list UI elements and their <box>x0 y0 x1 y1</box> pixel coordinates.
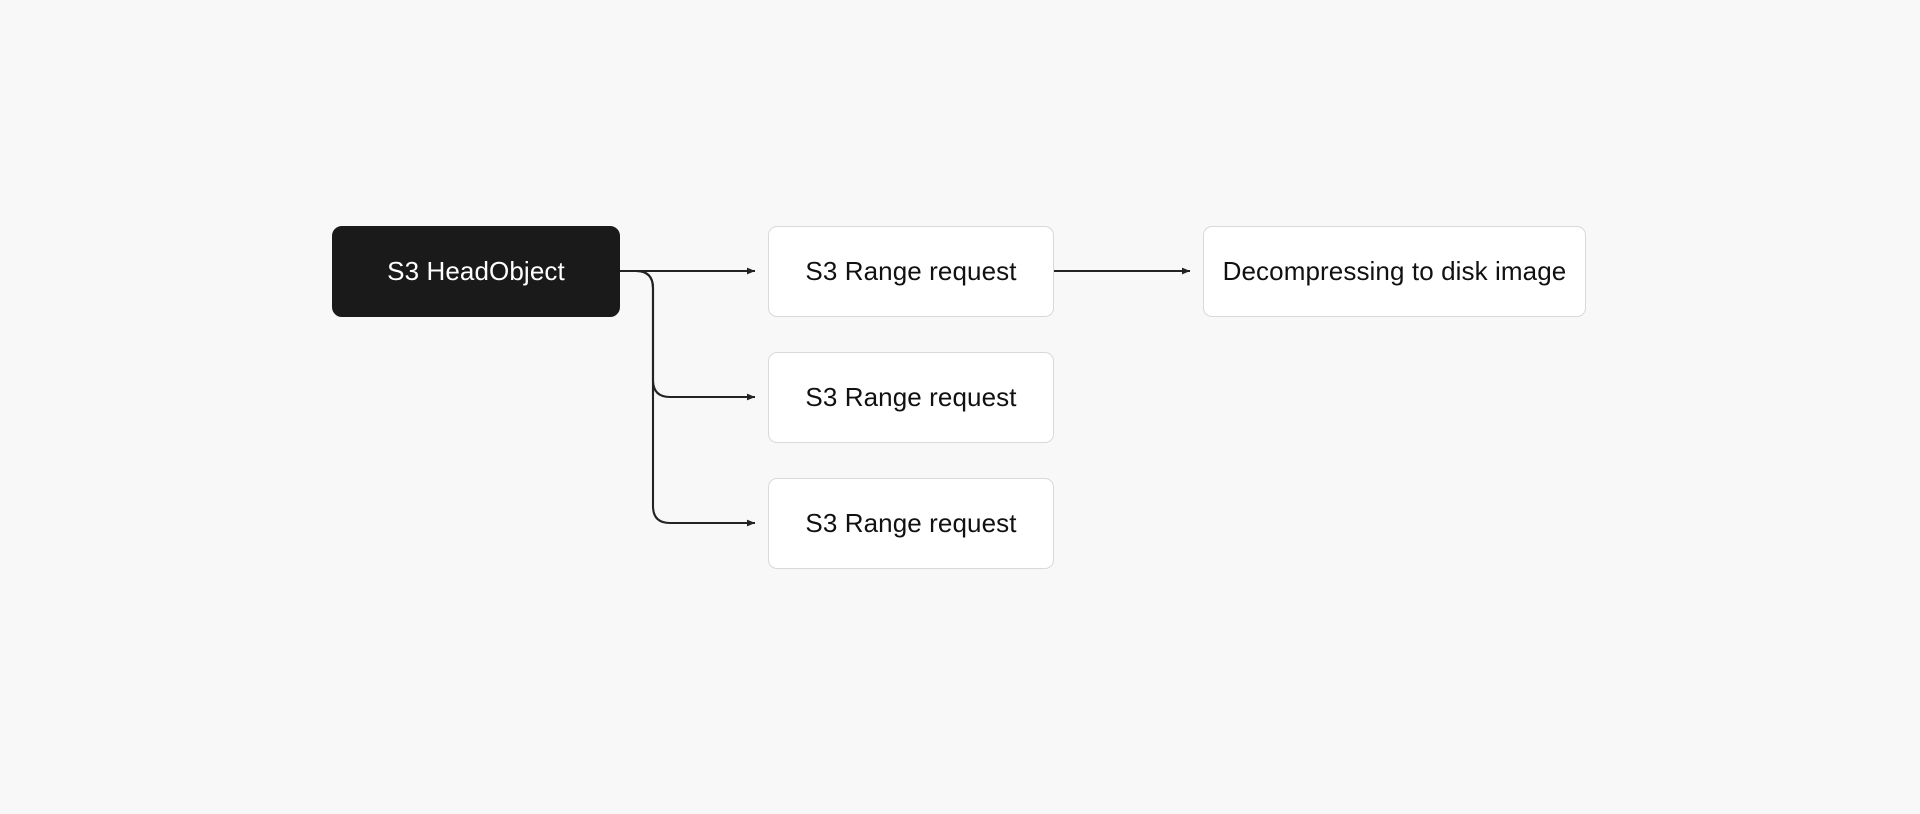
node-decompressing-to-disk-image-label: Decompressing to disk image <box>1222 255 1567 286</box>
node-s3-range-request-2[interactable]: S3 Range request <box>768 352 1054 443</box>
node-s3-headobject-label: S3 HeadObject <box>387 255 565 286</box>
node-s3-headobject[interactable]: S3 HeadObject <box>332 226 620 317</box>
edge-head-to-range-3 <box>620 269 756 527</box>
node-s3-range-request-2-label: S3 Range request <box>805 381 1017 412</box>
node-decompressing-to-disk-image[interactable]: Decompressing to disk image <box>1203 226 1586 317</box>
node-s3-range-request-3[interactable]: S3 Range request <box>768 478 1054 569</box>
edge-head-to-range-2 <box>620 269 756 401</box>
node-s3-range-request-1[interactable]: S3 Range request <box>768 226 1054 317</box>
node-s3-range-request-1-label: S3 Range request <box>805 255 1017 286</box>
node-s3-range-request-3-label: S3 Range request <box>805 507 1017 538</box>
